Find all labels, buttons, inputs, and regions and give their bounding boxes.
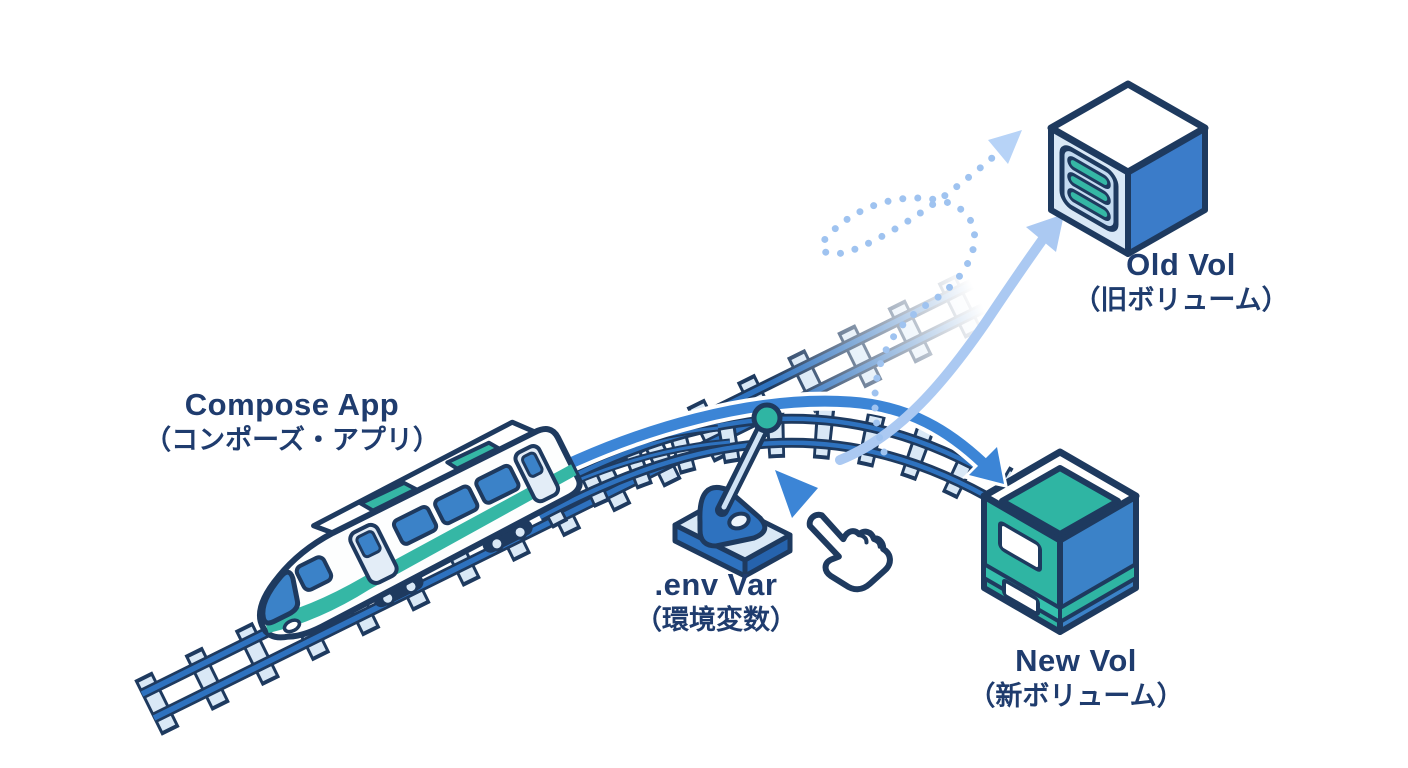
railway-switch-lever-icon	[672, 402, 793, 579]
compose-app-label: Compose App （コンポーズ・アプリ）	[144, 386, 440, 457]
new-vol-subtitle: （新ボリューム）	[968, 680, 1184, 711]
train-icon	[256, 419, 583, 641]
old-vol-label: Old Vol （旧ボリューム）	[1073, 246, 1288, 317]
solid-light-arrow-old-path	[835, 214, 1064, 465]
env-var-title: .env Var	[654, 567, 778, 602]
new-vol-label: New Vol （新ボリューム）	[968, 642, 1183, 713]
new-vol-title: New Vol	[1015, 643, 1137, 678]
env-var-label: .env Var （環境変数）	[635, 566, 797, 637]
env-var-subtitle: （環境変数）	[635, 604, 797, 635]
cube-volume-icon	[1047, 80, 1209, 257]
hand-cursor-icon	[775, 470, 893, 593]
old-vol-title: Old Vol	[1126, 247, 1236, 282]
compose-app-title: Compose App	[184, 387, 400, 422]
dotted-arrow-old-path	[818, 130, 1022, 456]
container-volume-icon	[980, 448, 1140, 635]
old-vol-subtitle: （旧ボリューム）	[1073, 284, 1289, 315]
compose-app-subtitle: （コンポーズ・アプリ）	[144, 424, 440, 455]
solid-arrow-new-path	[510, 391, 1008, 498]
